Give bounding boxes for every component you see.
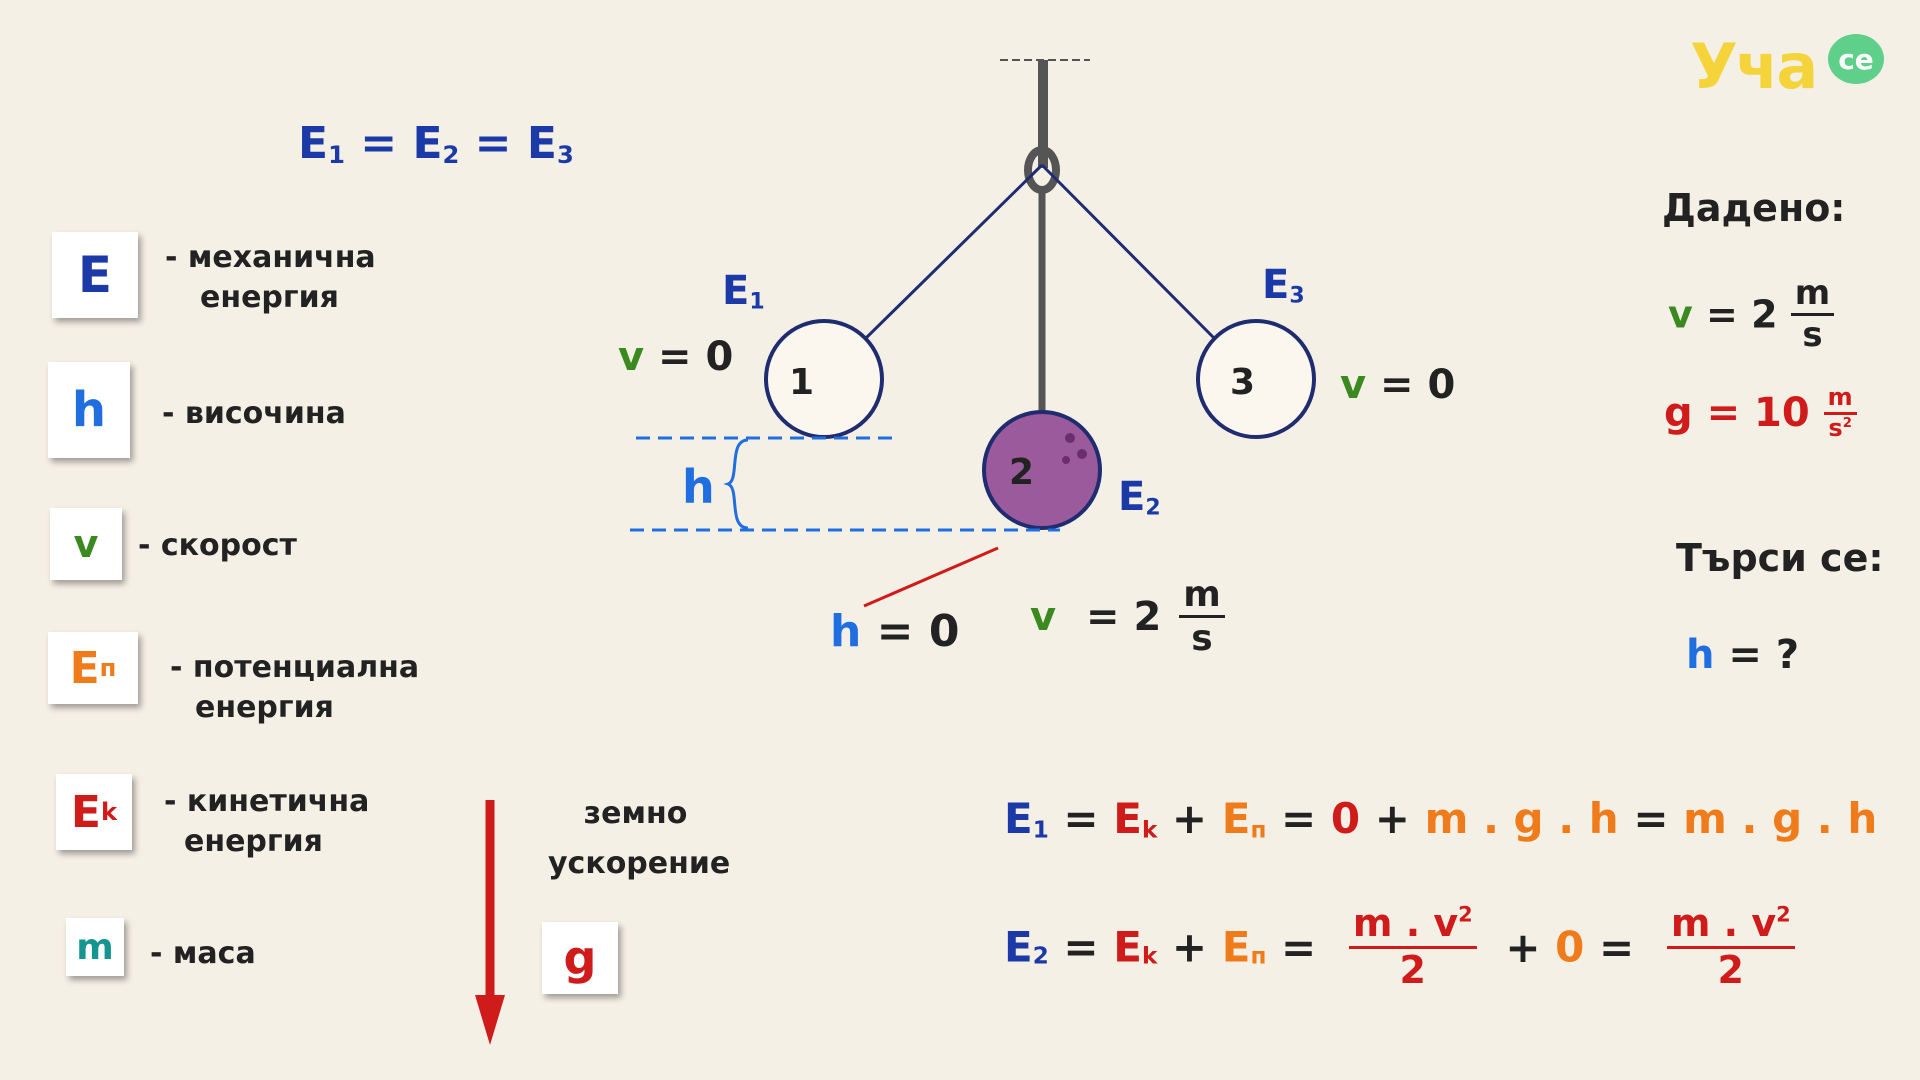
energy-conservation-equation: E1 = E2 = E3: [298, 118, 574, 169]
legend-card-velocity: v: [50, 508, 122, 580]
legend-label-height: - височина: [162, 396, 346, 431]
ball-2-velocity: v = 2 m s: [1030, 574, 1225, 660]
legend-label-mechanical-energy: - механична енергия: [165, 240, 376, 315]
ball-3-energy-label: E3: [1262, 262, 1305, 309]
logo-badge: се: [1828, 34, 1884, 84]
legend-card-mechanical-energy: E: [52, 232, 138, 318]
given-title: Дадено:: [1662, 186, 1846, 230]
ball-2-number: 2: [1009, 452, 1035, 493]
ball-1-velocity: v = 0: [618, 334, 734, 380]
ball-2-energy-label: E2: [1118, 474, 1161, 521]
height-label: h: [682, 460, 715, 514]
formula-energy-position-1: E1 = Ek + Eп = 0 + m . g . h = m . g . h: [1004, 794, 1878, 844]
gravity-card: g: [542, 922, 618, 994]
gravity-arrow: [475, 800, 505, 1045]
logo-text: Уча: [1690, 30, 1818, 103]
ball-1-energy-label: E1: [722, 268, 765, 315]
ucha-se-logo[interactable]: Уча се: [1690, 30, 1900, 110]
gravity-label: земно ускорение: [548, 796, 731, 881]
given-velocity: v = 2 m s: [1668, 273, 1835, 355]
ball-1-number: 1: [789, 362, 815, 403]
legend-card-mass: m: [66, 918, 124, 976]
legend-label-mass: - маса: [150, 936, 256, 971]
given-gravity: g = 10 m s2: [1664, 383, 1857, 442]
find-title: Търси се:: [1676, 536, 1884, 580]
ground-height-label: h = 0: [830, 606, 960, 657]
find-height: h = ?: [1686, 632, 1800, 678]
legend-label-potential-energy: - потенциална енергия: [170, 650, 420, 725]
legend-card-height: h: [48, 362, 130, 458]
ball-3-number: 3: [1230, 362, 1256, 403]
pendulum-diagram: [630, 59, 1316, 608]
formula-energy-position-2: E2 = Ek + Eп = m . v2 2 + 0 = m . v2 2: [1004, 901, 1795, 992]
legend-label-velocity: - скорост: [138, 528, 297, 563]
ball-3-velocity: v = 0: [1340, 362, 1456, 408]
legend-label-kinetic-energy: - кинетична енергия: [164, 784, 370, 859]
